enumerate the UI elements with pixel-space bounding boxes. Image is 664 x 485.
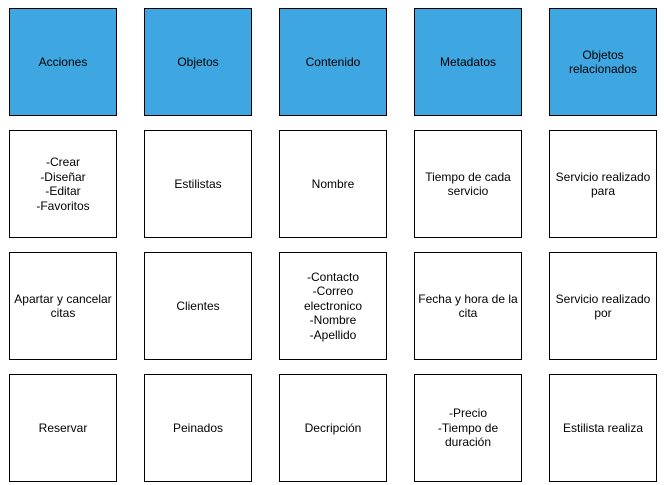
cell-objetos-1: Estilistas xyxy=(144,130,252,238)
cell-contenido-2: -Contacto -Correo electronico -Nombre -A… xyxy=(279,252,387,360)
header-metadatos: Metadatos xyxy=(414,8,522,116)
cell-objetos-relacionados-2: Servicio realizado por xyxy=(549,252,657,360)
feature-matrix: Acciones Objetos Contenido Metadatos Obj… xyxy=(9,8,657,482)
header-objetos: Objetos xyxy=(144,8,252,116)
header-contenido: Contenido xyxy=(279,8,387,116)
cell-contenido-1: Nombre xyxy=(279,130,387,238)
cell-acciones-3: Reservar xyxy=(9,374,117,482)
cell-acciones-1: -Crear -Diseñar -Editar -Favoritos xyxy=(9,130,117,238)
cell-metadatos-1: Tiempo de cada servicio xyxy=(414,130,522,238)
header-objetos-relacionados: Objetos relacionados xyxy=(549,8,657,116)
cell-objetos-2: Clientes xyxy=(144,252,252,360)
header-acciones: Acciones xyxy=(9,8,117,116)
cell-objetos-relacionados-1: Servicio realizado para xyxy=(549,130,657,238)
cell-metadatos-3: -Precio -Tiempo de duración xyxy=(414,374,522,482)
cell-contenido-3: Decripción xyxy=(279,374,387,482)
cell-objetos-relacionados-3: Estilista realiza xyxy=(549,374,657,482)
cell-metadatos-2: Fecha y hora de la cita xyxy=(414,252,522,360)
cell-acciones-2: Apartar y cancelar citas xyxy=(9,252,117,360)
cell-objetos-3: Peinados xyxy=(144,374,252,482)
